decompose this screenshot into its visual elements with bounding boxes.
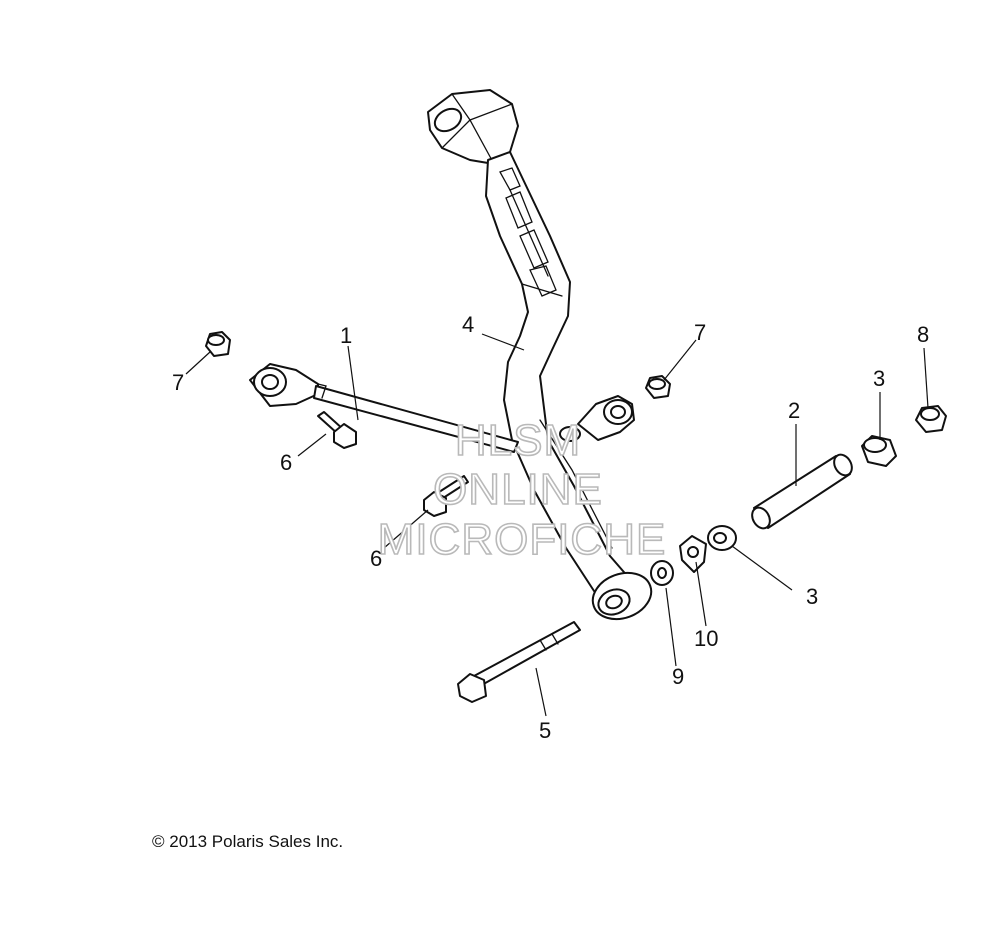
callout-8: 8 [917,322,929,347]
callout-3-lower: 3 [806,584,818,609]
bolt-part-6-lower [423,475,469,517]
copyright-text: © 2013 Polaris Sales Inc. [152,832,344,851]
callout-4: 4 [462,312,474,337]
watermark-line-3: MICROFICHE [378,515,667,564]
callout-6-lower: 6 [370,546,382,571]
long-bolt-part-5 [457,621,581,703]
nut-part-7-left [205,331,231,357]
flange-nut-part-8 [915,405,947,433]
callout-labels: 1 2 3 3 4 5 6 6 7 7 8 9 10 [172,312,929,743]
callout-3-upper: 3 [873,366,885,391]
shift-lever-part-4 [427,89,653,621]
bushing-part-3-lower [707,525,737,551]
callout-9: 9 [672,664,684,689]
watermark-line-1: HLSM [455,416,581,465]
callout-5: 5 [539,718,551,743]
washer-part-9 [650,560,674,586]
sleeve-part-2 [751,453,853,530]
watermark: HLSM ONLINE MICROFICHE [377,415,667,565]
bushing-part-3-upper [861,435,897,467]
callout-2: 2 [788,398,800,423]
callout-7-left: 7 [172,370,184,395]
bolt-part-6-upper [317,411,357,449]
wave-washer-part-10 [679,535,707,573]
nut-part-7-right [645,375,671,399]
callout-7-right: 7 [694,320,706,345]
watermark-line-2: ONLINE [433,465,603,514]
callout-10: 10 [694,626,718,651]
callout-1: 1 [340,323,352,348]
leader-lines [185,333,929,717]
shift-rod-part-1 [249,363,519,453]
callout-6-upper: 6 [280,450,292,475]
